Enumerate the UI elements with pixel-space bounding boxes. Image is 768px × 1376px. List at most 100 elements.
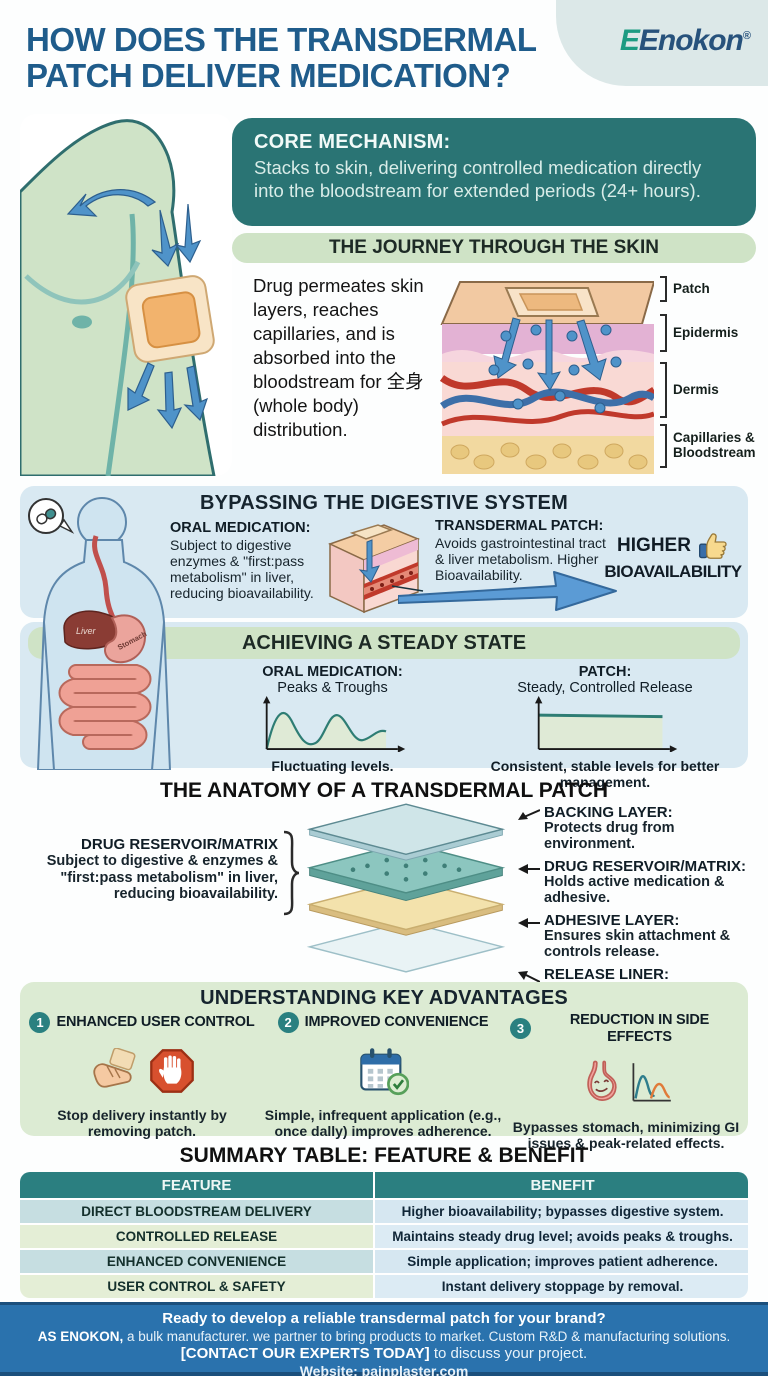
happy-stomach-icon xyxy=(587,1060,617,1102)
advantage-convenience: 2 IMPROVED CONVENIENCE xyxy=(264,1012,502,1139)
result-line1: HIGHER xyxy=(617,535,691,556)
result-line2: BIOAVAILABILITY xyxy=(604,562,742,581)
table-row-benefit: Higher bioavailability; bypasses digesti… xyxy=(375,1200,748,1223)
table-row-benefit: Simple application; improves patient adh… xyxy=(375,1250,748,1273)
skin-layer-label-capillaries: Capillaries & Bloodstream xyxy=(660,424,766,468)
anatomy-right-labels: BACKING LAYER: Protects drug from enviro… xyxy=(518,804,766,1019)
advantage-side-effects: 3 REDUCTION IN SIDE EFFECTS Bypasses sto… xyxy=(510,1012,742,1152)
page-title-line2: PATCH DELIVER MEDICATION? xyxy=(26,57,511,95)
table-row-benefit: Maintains steady drug level; avoids peak… xyxy=(375,1225,748,1248)
anatomy-label-backing: BACKING LAYER: Protects drug from enviro… xyxy=(518,804,766,853)
liver-label: Liver xyxy=(76,626,97,636)
layer-heading: ADHESIVE LAYER: xyxy=(544,911,680,929)
oral-chart-heading: ORAL MEDICATION: xyxy=(262,664,403,680)
page-title: HOW DOES THE TRANSDERMAL PATCH DELIVER M… xyxy=(26,21,566,95)
brand-logo-initial: E xyxy=(619,24,640,57)
logo-background-shape xyxy=(556,0,768,86)
table-row-feature: CONTROLLED RELEASE xyxy=(20,1225,374,1248)
curly-brace xyxy=(283,830,300,916)
intestines-illustration xyxy=(58,664,152,750)
anatomy-left-heading: DRUG RESERVOIR/MATRIX xyxy=(81,836,278,853)
footer-contact-cta: [CONTACT OUR EXPERTS TODAY] xyxy=(180,1345,430,1362)
table-row-feature: DIRECT BLOODSTREAM DELIVERY xyxy=(20,1200,374,1223)
advantage-caption: Simple, infrequent application (e.g., on… xyxy=(264,1107,502,1140)
pointer-arrow-icon xyxy=(518,970,540,983)
advantage-number-badge: 1 xyxy=(29,1012,51,1033)
patch-chart-caption: Consistent, stable levels for better man… xyxy=(490,758,720,791)
patch-layers-exploded-diagram xyxy=(306,803,506,973)
footer-contact-line: [CONTACT OUR EXPERTS TODAY] to discuss y… xyxy=(0,1345,768,1363)
drug-reservoir-layer xyxy=(306,841,506,902)
arm-patch xyxy=(125,275,215,363)
oral-medication-block: ORAL MEDICATION: Subject to digestive en… xyxy=(170,520,338,602)
patch-chart-heading: PATCH: xyxy=(578,664,632,680)
layer-heading: RELEASE LINER: xyxy=(544,965,670,983)
oral-medication-body: Subject to digestive enzymes & "first:pa… xyxy=(170,536,314,602)
advantage-number-badge: 3 xyxy=(510,1018,531,1040)
summary-table: FEATURE BENEFIT DIRECT BLOODSTREAM DELIV… xyxy=(20,1172,748,1298)
brand-logo: EEnokon® xyxy=(619,24,751,58)
anatomy-label-reservoir: DRUG RESERVOIR/MATRIX: Holds active medi… xyxy=(518,858,766,907)
fluctuating-levels-chart xyxy=(262,696,405,754)
footer-contact-rest: to discuss your project. xyxy=(429,1345,588,1362)
steady-levels-chart xyxy=(535,696,678,754)
advantage-user-control: 1 ENHANCED USER CONTROL xyxy=(28,1012,256,1139)
skin-layer-label-text: Epidermis xyxy=(673,324,739,340)
footer-website: Website: painplaster.com xyxy=(299,1363,469,1376)
advantage-heading: IMPROVED CONVENIENCE xyxy=(304,1014,489,1031)
advantages-title: UNDERSTANDING KEY ADVANTAGES xyxy=(200,987,568,1009)
oral-chart-caption: Fluctuating levels. xyxy=(271,758,394,775)
skin-layer-label-patch: Patch xyxy=(660,276,710,302)
brand-logo-text: Enokon xyxy=(638,24,744,57)
bracket xyxy=(660,314,667,352)
journey-description: Drug permeates skin layers, reaches capi… xyxy=(253,275,424,441)
advantage-heading: ENHANCED USER CONTROL xyxy=(56,1014,255,1031)
advantage-heading: REDUCTION IN SIDE EFFECTS xyxy=(569,1012,710,1045)
patch-chart-block: PATCH: Steady, Controlled Release Consis… xyxy=(480,664,730,791)
layer-heading: BACKING LAYER: xyxy=(544,804,673,821)
oral-medication-heading: ORAL MEDICATION: xyxy=(170,520,311,536)
anatomy-label-adhesive: ADHESIVE LAYER: Ensures skin attachment … xyxy=(518,912,766,961)
calendar-check-icon xyxy=(360,1048,409,1096)
layer-body: Ensures skin attachment & controls relea… xyxy=(544,927,731,960)
backing-layer xyxy=(306,803,506,861)
bypass-panel-title: BYPASSING THE DIGESTIVE SYSTEM xyxy=(200,492,568,514)
absorption-arrows xyxy=(66,189,208,430)
pointer-arrow-icon xyxy=(518,863,540,874)
thumbs-up-icon xyxy=(698,533,727,559)
anatomy-left-body: Subject to digestive & enzymes & "first:… xyxy=(46,853,278,903)
peak-curve-chart-icon xyxy=(632,1063,671,1102)
table-header-benefit: BENEFIT xyxy=(375,1172,748,1198)
patch-chart-subheading: Steady, Controlled Release xyxy=(517,680,693,697)
skin-layer-label-epidermis: Epidermis xyxy=(660,314,738,352)
transdermal-patch-block: TRANSDERMAL PATCH: Avoids gastrointestin… xyxy=(435,518,611,583)
bracket xyxy=(660,362,667,418)
skin-cross-section-diagram: , xyxy=(439,281,654,474)
transdermal-patch-body: Avoids gastrointestinal tract & liver me… xyxy=(435,534,606,584)
table-row-feature: USER CONTROL & SAFETY xyxy=(20,1275,374,1298)
core-mechanism-box: CORE MECHANISM: Stacks to skin, deliveri… xyxy=(232,118,756,226)
higher-bioavailability-callout: HIGHER BIOAVAILABILITY xyxy=(598,530,748,582)
core-mechanism-heading: CORE MECHANISM: xyxy=(254,131,451,153)
footer-company-line: AS ENOKON, a bulk manufacturer. we partn… xyxy=(0,1328,768,1345)
pointer-arrow-icon xyxy=(518,809,540,820)
anatomy-left-label: DRUG RESERVOIR/MATRIX Subject to digesti… xyxy=(20,836,278,903)
skin-block-icon xyxy=(328,524,424,614)
skin-layer-label-text: Dermis xyxy=(673,381,719,397)
release-liner-layer xyxy=(306,921,506,973)
oral-chart-block: ORAL MEDICATION: Peaks & Troughs Fluctua… xyxy=(215,664,450,775)
core-mechanism-body: Stacks to skin, delivering controlled me… xyxy=(254,157,702,201)
adhesive-layer xyxy=(306,878,506,936)
shoulder-patch-illustration xyxy=(20,114,232,476)
footer-headline: Ready to develop a reliable transdermal … xyxy=(162,1310,606,1327)
layer-heading: DRUG RESERVOIR/MATRIX: xyxy=(544,857,746,875)
table-row-benefit: Instant delivery stoppage by removal. xyxy=(375,1275,748,1298)
stop-hand-icon xyxy=(150,1049,194,1093)
skin-layer-label-dermis: Dermis xyxy=(660,362,719,418)
bracket xyxy=(660,276,667,302)
footer-company-name: AS ENOKON, xyxy=(37,1329,124,1344)
bracket xyxy=(660,424,667,468)
layer-body: Protects drug from environment. xyxy=(544,820,675,853)
skin-layer-label-text: Capillaries & Bloodstream xyxy=(673,430,756,460)
